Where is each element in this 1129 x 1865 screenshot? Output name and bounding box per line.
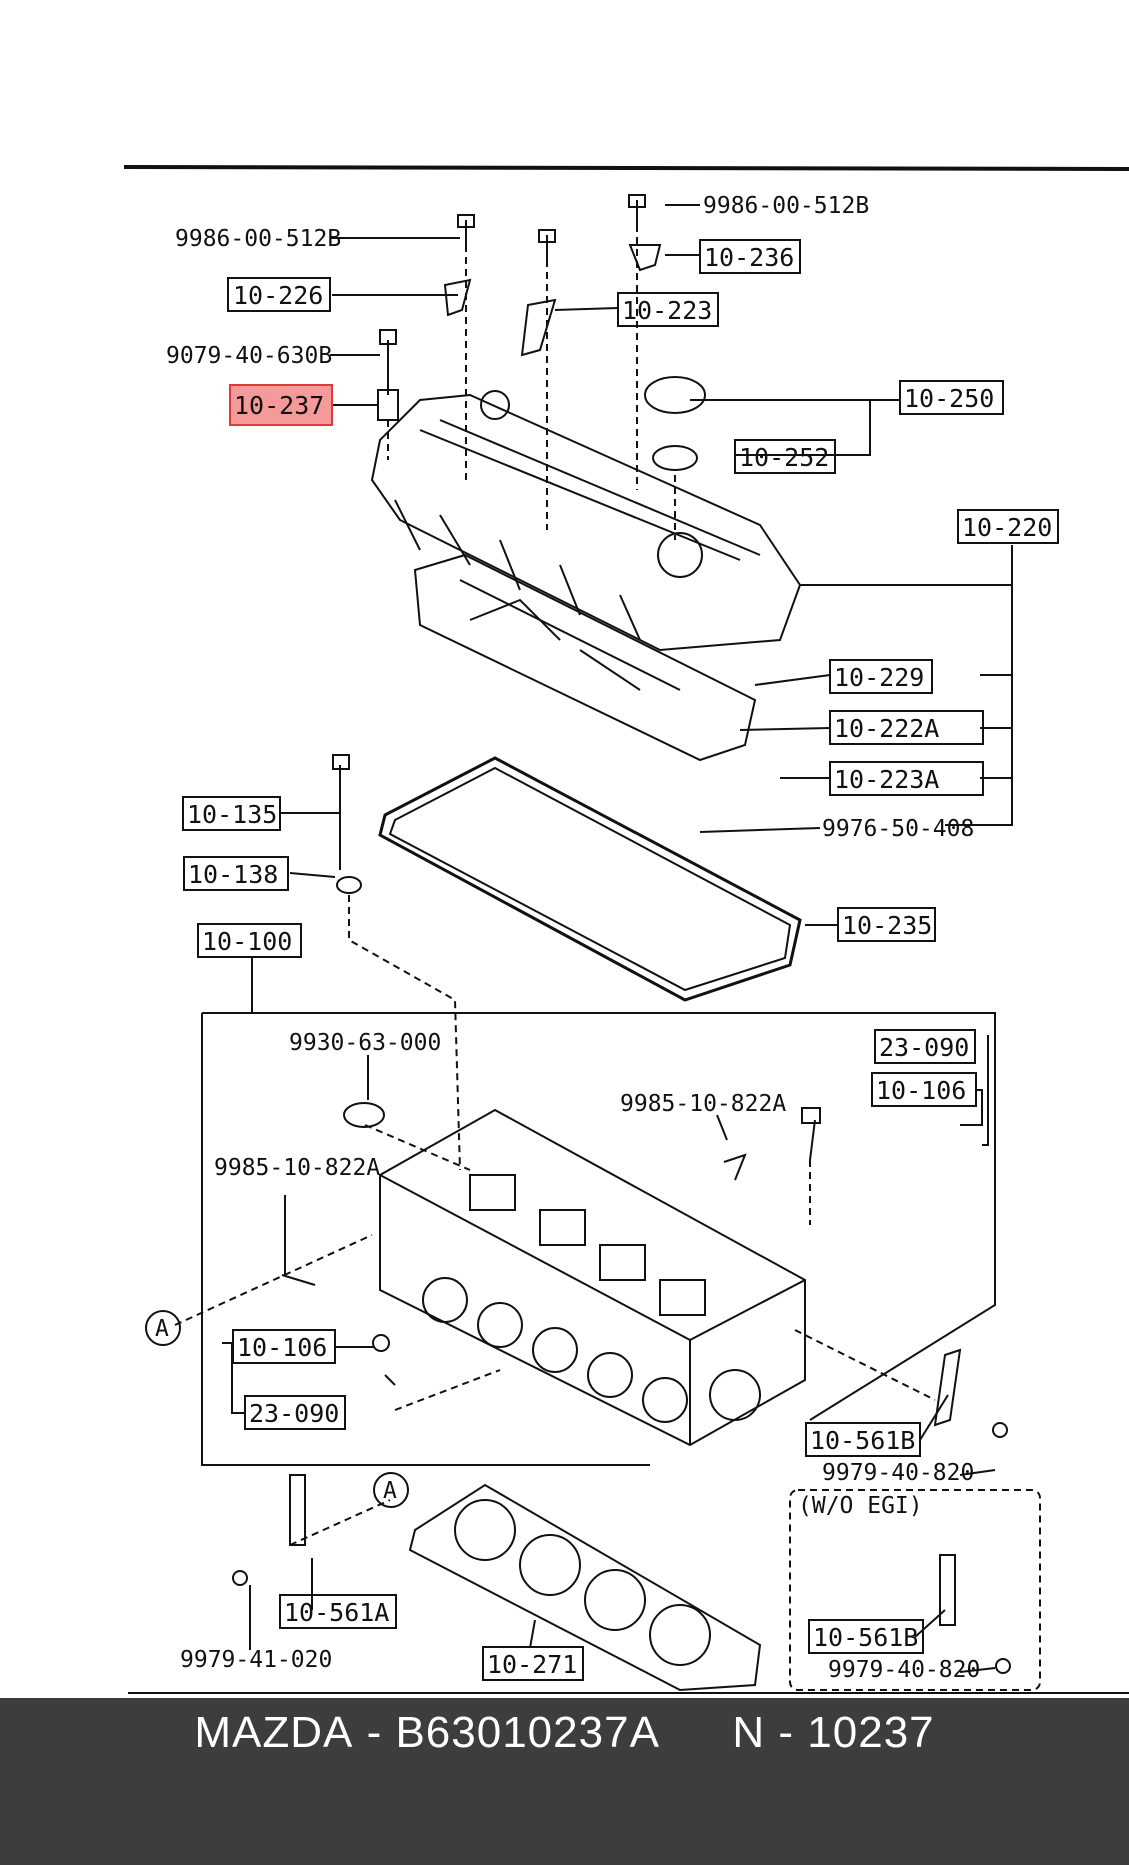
part-label: 10-226 xyxy=(233,281,323,310)
part-label: 9979-40-820 xyxy=(828,1657,980,1683)
cylinder-head xyxy=(379,1108,806,1447)
reference-marker-a-label: A xyxy=(155,1316,169,1342)
reference-marker-a xyxy=(373,1472,409,1508)
part-label: 10-222A xyxy=(834,714,939,743)
exploded-parts-diagram: A A 9986-00-512B 9986-00-512B 9079-40-63… xyxy=(123,165,1129,1694)
part-label: 10-220 xyxy=(962,513,1052,542)
part-label: 10-252 xyxy=(739,443,829,472)
part-label: 10-236 xyxy=(704,243,794,272)
part-number-caption: MAZDA - B63010237A N - 10237 xyxy=(0,1698,1129,1768)
part-label: 9979-41-020 xyxy=(180,1647,332,1673)
part-label: 10-135 xyxy=(187,800,277,829)
leader-lines xyxy=(222,204,1013,1673)
oem-part-number: B63010237A xyxy=(395,1708,660,1757)
highlighted-part-label: 10-237 xyxy=(234,391,324,420)
assembly-bracket-lines xyxy=(201,1012,996,1466)
part-label: 10-250 xyxy=(904,384,994,413)
part-label: 10-106 xyxy=(876,1076,966,1105)
part-label: 23-090 xyxy=(249,1399,339,1428)
head-gasket xyxy=(408,1483,762,1692)
part-label: 23-090 xyxy=(879,1033,969,1062)
baffle-plate xyxy=(413,553,757,762)
brand-name: MAZDA xyxy=(194,1708,354,1757)
part-label: 10-271 xyxy=(487,1650,577,1679)
part-label: 10-229 xyxy=(834,663,924,692)
part-label: 9976-50-408 xyxy=(822,816,974,842)
highlighted-part-label-bg xyxy=(229,384,333,426)
part-label: 9986-00-512B xyxy=(703,193,869,219)
part-label: 10-223 xyxy=(622,296,712,325)
part-label: 9079-40-630B xyxy=(166,343,332,369)
part-label: 10-138 xyxy=(188,860,278,889)
valve-cover-gasket xyxy=(378,756,802,1002)
part-label: 9930-63-000 xyxy=(289,1030,441,1056)
part-label: 10-235 xyxy=(842,911,932,940)
reference-marker-a xyxy=(145,1310,181,1346)
part-label: 10-223A xyxy=(834,765,939,794)
reference-marker-a-label: A xyxy=(383,1478,397,1504)
part-label: 9986-00-512B xyxy=(175,226,341,252)
separator: - xyxy=(366,1708,383,1757)
dashed-assembly-lines xyxy=(174,225,1041,1691)
part-label: 9985-10-822A xyxy=(620,1091,786,1117)
valve-cover xyxy=(370,390,802,652)
part-label: 10-561B xyxy=(810,1426,915,1455)
part-label: 10-561A xyxy=(284,1598,389,1627)
variant-note: (W/O EGI) xyxy=(798,1493,923,1519)
part-label: 10-561B xyxy=(813,1623,918,1652)
bolts-and-brackets xyxy=(232,194,1011,1674)
part-label: 9985-10-822A xyxy=(214,1155,380,1181)
part-info-footer: MAZDA - B63010237A N - 10237 xyxy=(0,1698,1129,1865)
code-prefix: N xyxy=(732,1708,766,1757)
part-label: 10-106 xyxy=(237,1333,327,1362)
part-label: 9979-40-820 xyxy=(822,1460,974,1486)
part-label: 10-100 xyxy=(202,927,292,956)
diagram-code: 10237 xyxy=(807,1708,935,1757)
separator: - xyxy=(778,1708,795,1757)
